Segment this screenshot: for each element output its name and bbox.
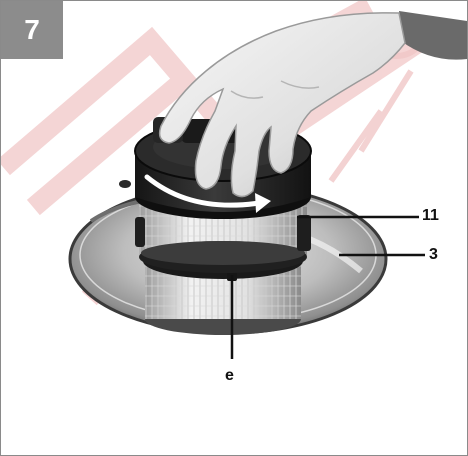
hand-image [158,11,467,198]
callout-label-filter: 11 [422,207,439,224]
step-number-badge: 7 [1,1,63,59]
rotation-arrow-icon [144,174,271,213]
callout-label-latch: e [225,367,234,384]
callout-label-base-plate: 3 [429,246,438,263]
